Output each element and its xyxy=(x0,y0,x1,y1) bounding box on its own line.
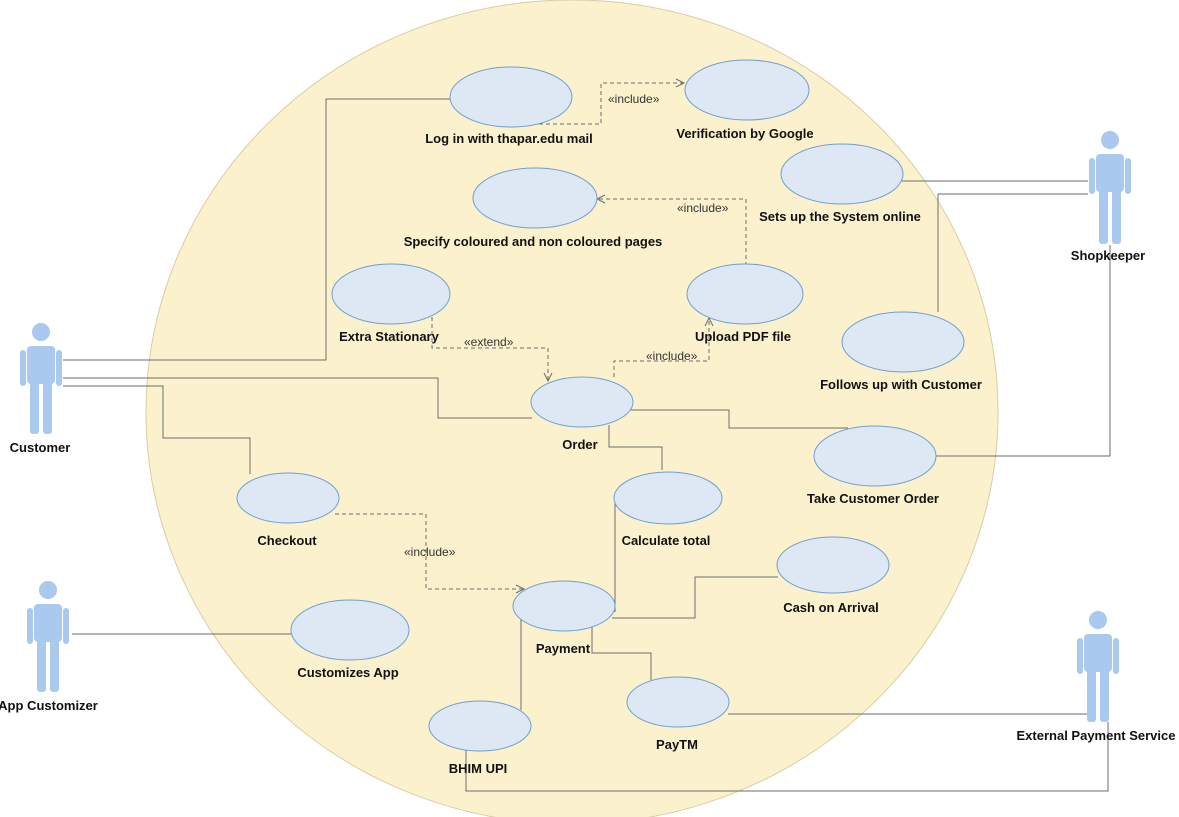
use-case-checkout-shape[interactable] xyxy=(236,472,340,524)
actor-app-customizer-label: App Customizer xyxy=(0,698,98,713)
use-case-cash-on-arrival[interactable]: Cash on Arrival xyxy=(776,536,890,615)
use-case-paytm-shape[interactable] xyxy=(626,676,730,728)
actor-shopkeeper-label: Shopkeeper xyxy=(1071,248,1145,263)
use-case-customizes-app[interactable]: Customizes App xyxy=(290,599,410,680)
use-case-bhim-upi-shape[interactable] xyxy=(428,700,532,752)
use-case-extra-stationary-shape[interactable] xyxy=(331,263,451,325)
actor-app-customizer[interactable]: App Customizer xyxy=(0,581,98,713)
assoc-order-take-order xyxy=(631,409,848,429)
use-case-payment-shape[interactable] xyxy=(512,580,616,632)
assoc-customer-checkout xyxy=(63,385,251,474)
assoc-order-calculate xyxy=(608,425,663,470)
use-case-follows-up[interactable]: Follows up with Customer xyxy=(820,311,982,392)
use-case-extra-stationary-label: Extra Stationary xyxy=(339,329,439,344)
use-case-specify-pages-label: Specify coloured and non coloured pages xyxy=(404,234,663,249)
include-line-upload xyxy=(613,318,710,377)
use-case-paytm[interactable]: PayTM xyxy=(626,676,730,752)
include-arrow-payment xyxy=(515,584,526,594)
stereotype-include-payment: «include» xyxy=(404,545,456,559)
assoc-shopkeeper-followup xyxy=(937,193,1088,312)
use-case-payment[interactable]: Payment xyxy=(512,580,616,656)
use-case-follows-up-shape[interactable] xyxy=(841,311,965,373)
actor-customer-label: Customer xyxy=(10,440,71,455)
include-line-payment xyxy=(335,513,524,590)
assoc-external-bhim xyxy=(465,722,1109,792)
use-case-extra-stationary[interactable]: Extra Stationary xyxy=(331,263,451,344)
assoc-payment-cash xyxy=(612,576,778,619)
use-case-calculate-total-shape[interactable] xyxy=(613,471,723,525)
use-case-verification-label: Verification by Google xyxy=(676,126,813,141)
use-case-upload-pdf-label: Upload PDF file xyxy=(695,329,791,344)
use-case-calculate-total[interactable]: Calculate total xyxy=(613,471,723,548)
customer-figure-icon[interactable] xyxy=(20,323,62,434)
extend-arrow-order xyxy=(543,372,553,383)
actor-shopkeeper[interactable]: Shopkeeper xyxy=(1071,131,1145,263)
use-case-checkout[interactable]: Checkout xyxy=(236,472,340,548)
use-case-customizes-app-label: Customizes App xyxy=(297,665,398,680)
include-arrow-verification xyxy=(675,78,686,88)
use-case-order[interactable]: Order xyxy=(530,376,634,452)
stereotype-include-verification: «include» xyxy=(608,92,660,106)
use-case-follows-up-label: Follows up with Customer xyxy=(820,377,982,392)
use-case-bhim-upi-label: BHIM UPI xyxy=(449,761,508,776)
use-case-setup-label: Sets up the System online xyxy=(759,209,921,224)
actor-external-payment[interactable]: External Payment Service xyxy=(1017,611,1176,743)
use-case-cash-on-arrival-shape[interactable] xyxy=(776,536,890,594)
assoc-shopkeeper-take-order xyxy=(935,245,1111,457)
use-case-take-order-shape[interactable] xyxy=(813,425,937,487)
use-case-verification[interactable]: Verification by Google xyxy=(676,59,814,141)
use-case-take-order[interactable]: Take Customer Order xyxy=(807,425,939,506)
use-case-calculate-total-label: Calculate total xyxy=(622,533,711,548)
assoc-customer-order xyxy=(63,377,532,419)
use-case-payment-label: Payment xyxy=(536,641,591,656)
use-case-customizes-app-shape[interactable] xyxy=(290,599,410,661)
shopkeeper-figure-icon[interactable] xyxy=(1089,131,1131,244)
use-case-verification-shape[interactable] xyxy=(684,59,810,121)
use-case-order-shape[interactable] xyxy=(530,376,634,428)
stereotype-include-specify: «include» xyxy=(677,201,729,215)
use-case-cash-on-arrival-label: Cash on Arrival xyxy=(783,600,879,615)
use-case-setup-shape[interactable] xyxy=(780,143,904,205)
use-case-take-order-label: Take Customer Order xyxy=(807,491,939,506)
include-line-specify xyxy=(597,198,747,266)
associations xyxy=(63,98,1111,792)
use-case-order-label: Order xyxy=(562,437,597,452)
use-case-paytm-label: PayTM xyxy=(656,737,698,752)
actor-external-payment-label: External Payment Service xyxy=(1017,728,1176,743)
use-case-login-label: Log in with thapar.edu mail xyxy=(425,131,593,146)
use-case-bhim-upi[interactable]: BHIM UPI xyxy=(428,700,532,776)
external-payment-figure-icon[interactable] xyxy=(1077,611,1119,722)
use-case-setup[interactable]: Sets up the System online xyxy=(759,143,921,224)
stereotype-extend-order: «extend» xyxy=(464,335,514,349)
use-case-upload-pdf-shape[interactable] xyxy=(686,263,804,325)
assoc-customer-login xyxy=(63,98,450,361)
use-case-checkout-label: Checkout xyxy=(257,533,317,548)
use-case-login-shape[interactable] xyxy=(449,66,573,128)
stereotype-include-upload: «include» xyxy=(646,349,698,363)
assoc-payment-paytm xyxy=(591,627,652,680)
actor-customer[interactable]: Customer xyxy=(10,323,71,455)
app-customizer-figure-icon[interactable] xyxy=(27,581,69,692)
use-case-specify-pages-shape[interactable] xyxy=(472,167,598,229)
use-case-login[interactable]: Log in with thapar.edu mail xyxy=(425,66,593,146)
use-case-specify-pages[interactable]: Specify coloured and non coloured pages xyxy=(404,167,663,249)
extend-line-order xyxy=(431,317,549,381)
use-case-upload-pdf[interactable]: Upload PDF file xyxy=(686,263,804,344)
